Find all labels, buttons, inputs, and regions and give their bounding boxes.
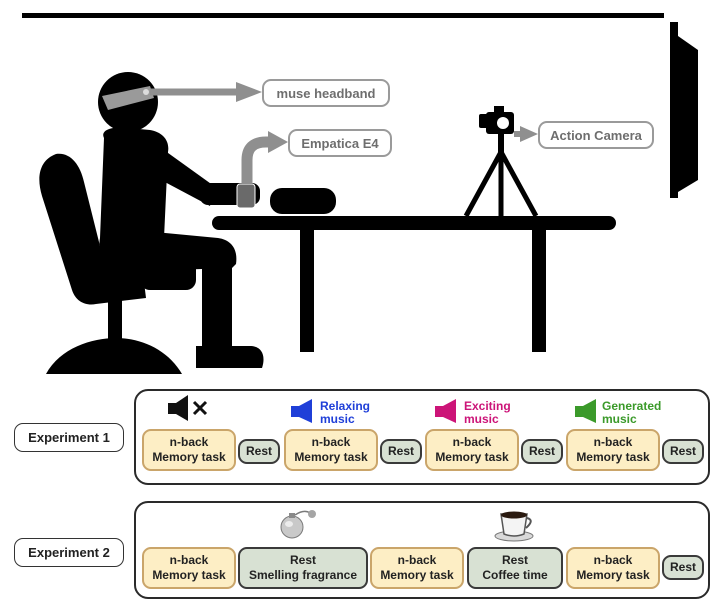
table: [212, 188, 616, 352]
exp1-rest-block-1: Rest: [238, 439, 280, 464]
experiment-2-label: Experiment 2: [14, 538, 124, 567]
coffee-cup-icon: [494, 511, 534, 542]
perfume-bottle-icon: [280, 510, 316, 539]
exp1-rest-block-2: Rest: [380, 439, 422, 464]
speaker-magenta-icon: [435, 399, 456, 423]
monitor-screen: [678, 36, 698, 192]
exciting-music-line1: Exciting: [464, 399, 511, 413]
tripod-camera: [463, 106, 539, 218]
action-camera-label: Action Camera: [538, 121, 654, 149]
speaker-blue-icon: [291, 399, 312, 423]
experiment-setup-illustration: [22, 13, 698, 374]
exp1-rest-block-3: Rest: [521, 439, 563, 464]
empatica-e4-label: Empatica E4: [288, 129, 392, 157]
relaxing-music-line2: music: [320, 412, 355, 426]
muse-headband: [102, 86, 154, 110]
muse-headband-label: muse headband: [262, 79, 390, 107]
exciting-music-line2: music: [464, 412, 499, 426]
generated-music-line2: music: [602, 412, 637, 426]
speaker-muted-icon: [168, 395, 208, 421]
exp1-rest-block-4: Rest: [662, 439, 704, 464]
generated-music-line1: Generated: [602, 399, 662, 413]
ceiling-line: [22, 13, 664, 18]
speaker-green-icon: [575, 399, 596, 423]
empatica-wristband: [236, 183, 256, 209]
person: [98, 72, 264, 368]
relaxing-music-line1: Relaxing: [320, 399, 371, 413]
callout-arrows: [150, 82, 538, 184]
experiment-1-label: Experiment 1: [14, 423, 124, 452]
exp2-rest-block-final: Rest: [662, 555, 704, 580]
monitor-frame: [670, 22, 678, 198]
